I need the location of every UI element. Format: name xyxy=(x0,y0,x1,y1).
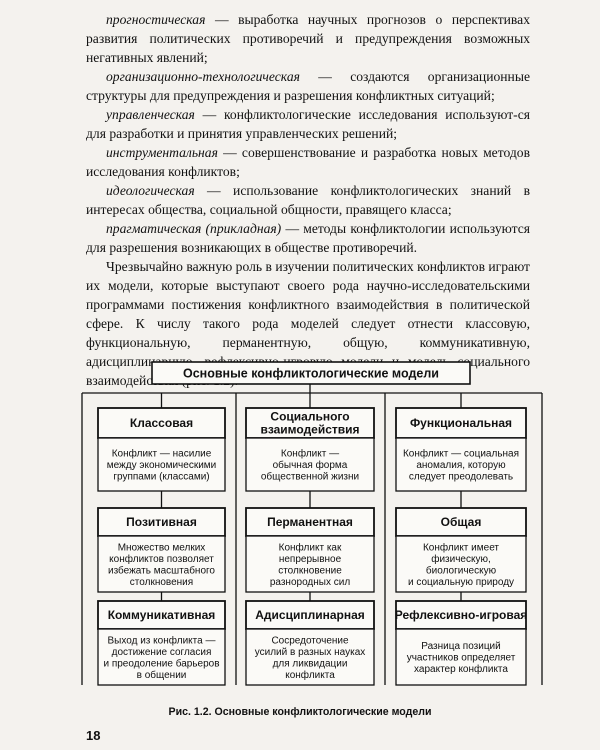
model-heading-box xyxy=(245,407,375,439)
model-description: усилий в разных науках xyxy=(255,647,366,658)
paragraph: организационно-технологическая — создают… xyxy=(86,67,530,105)
model-description: следует преодолевать xyxy=(409,472,513,483)
paragraph-text: — конфликтологические исследования испол… xyxy=(86,107,530,141)
model-description: Выход из конфликта — xyxy=(108,634,216,646)
model-description: и преодоление барьеров xyxy=(103,657,219,669)
model-description: Сосредоточение xyxy=(271,635,349,646)
model-heading: Функциональная xyxy=(410,416,512,430)
model-description-box xyxy=(245,628,375,686)
model-heading: Позитивная xyxy=(126,515,197,529)
model-description: Конфликт — xyxy=(281,448,339,460)
model-description: Разница позиций xyxy=(421,641,500,652)
model-heading-box xyxy=(395,407,527,439)
model-description: между экономическими xyxy=(107,460,217,471)
model-description: в общении xyxy=(137,669,187,681)
paragraph: прогностическая — выработка научных прог… xyxy=(86,10,530,67)
model-description: аномалия, которую xyxy=(416,460,506,471)
model-heading: Социального xyxy=(270,410,349,424)
model-description: конфликта xyxy=(285,669,335,681)
model-description: и социальную природу xyxy=(408,577,514,588)
paragraph-text: — методы конфликтологии используются для… xyxy=(86,221,531,255)
paragraph-text: — создаются организационные структуры дл… xyxy=(86,69,530,103)
model-description: Множество мелких xyxy=(118,542,206,553)
model-heading: Рефлексивно-игровая xyxy=(395,608,528,622)
paragraph-text: — выработка научных прогнозов о перспект… xyxy=(86,12,530,65)
paragraph-term: управленческая xyxy=(106,107,195,122)
model-heading-box xyxy=(97,600,226,630)
paragraph-text: — использование конфликтологических знан… xyxy=(86,183,530,217)
model-heading-box xyxy=(395,600,527,630)
paragraph: идеологическая — использование конфликто… xyxy=(86,181,530,219)
paragraph-term: идеологическая xyxy=(106,183,195,198)
model-description: непрерывное xyxy=(279,554,342,565)
paragraph-term: организационно-технологическая xyxy=(106,69,300,84)
model-description: разнородных сил xyxy=(270,577,350,588)
model-description: Конфликт — социальная xyxy=(403,448,519,460)
model-heading-box xyxy=(245,600,375,630)
model-description: Конфликт как xyxy=(279,541,342,553)
model-description: физическую, xyxy=(431,553,491,565)
body-text: прогностическая — выработка научных прог… xyxy=(86,10,530,390)
model-heading: Общая xyxy=(441,515,482,529)
model-description-box xyxy=(245,535,375,593)
model-description-box xyxy=(97,535,226,593)
paragraph-term: инструментальная xyxy=(106,145,218,160)
model-description: Конфликт — насилие xyxy=(112,448,212,460)
figure-caption: Рис. 1.2. Основные конфликтологические м… xyxy=(168,706,432,718)
model-description-box xyxy=(395,437,527,492)
model-heading-box xyxy=(97,407,226,439)
model-description: общественной жизни xyxy=(261,471,359,483)
model-description: достижение согласия xyxy=(112,647,212,658)
model-heading: Коммуникативная xyxy=(108,608,216,622)
model-description: Конфликт имеет xyxy=(423,541,499,553)
paragraph-term: прогностическая xyxy=(106,12,206,27)
model-description: группами (классами) xyxy=(113,472,209,483)
model-heading: Адисциплинарная xyxy=(255,608,365,622)
model-heading-box xyxy=(97,507,226,537)
model-heading: Классовая xyxy=(130,416,193,430)
model-description-box xyxy=(395,535,527,593)
paragraph-text: — совершенствование и разработка новых м… xyxy=(86,145,530,179)
model-description: конфликтов позволяет xyxy=(109,553,214,565)
paragraph-term: прагматическая (прикладная) xyxy=(106,221,282,236)
diagram-title-box xyxy=(151,361,471,385)
model-description-box xyxy=(245,437,375,492)
model-heading: Перманентная xyxy=(267,515,353,529)
model-description: участников определяет xyxy=(407,653,516,664)
model-heading: взаимодействия xyxy=(260,423,359,437)
paragraph: инструментальная — совершенствование и р… xyxy=(86,143,530,181)
model-description: характер конфликта xyxy=(414,663,508,675)
model-description-box xyxy=(97,628,226,686)
model-description: столкновения xyxy=(130,577,193,588)
model-description: столкновение xyxy=(278,565,342,576)
paragraph: управленческая — конфликтологические исс… xyxy=(86,105,530,143)
paragraph: прагматическая (прикладная) — методы кон… xyxy=(86,219,530,257)
model-description: обычная форма xyxy=(273,459,348,471)
model-description: биологическую xyxy=(426,564,497,576)
model-description: для ликвидации xyxy=(273,658,348,669)
diagram-title: Основные конфликтологические модели xyxy=(183,366,439,380)
model-description-box xyxy=(97,437,226,492)
model-description: избежать масштабного xyxy=(108,564,215,576)
model-heading-box xyxy=(245,507,375,537)
model-description-box xyxy=(395,628,527,686)
page-number: 18 xyxy=(86,728,101,743)
